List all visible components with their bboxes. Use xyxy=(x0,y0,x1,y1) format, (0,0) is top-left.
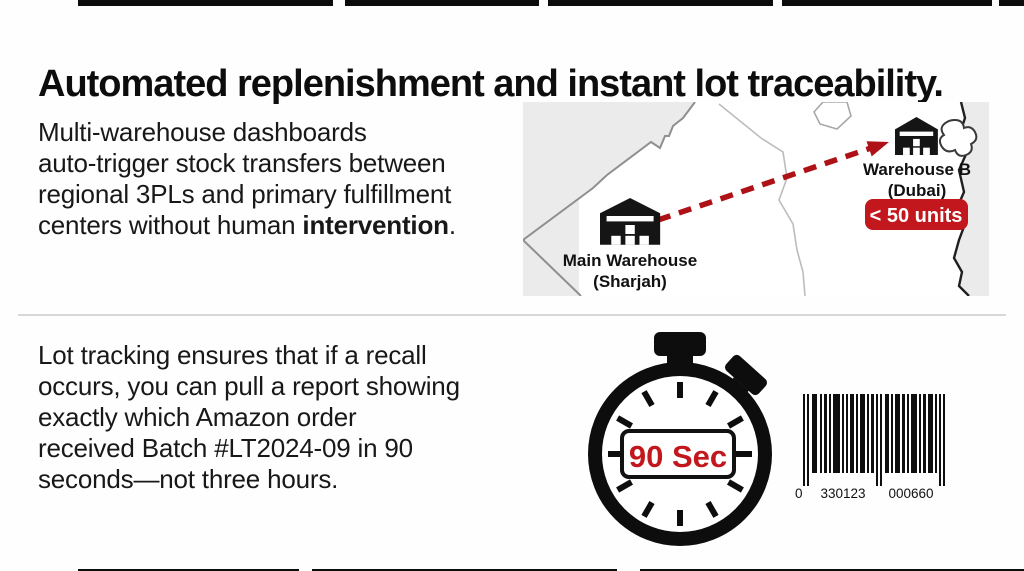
warehouse-b-name: Warehouse B xyxy=(863,160,971,179)
warehouse-b-location: (Dubai) xyxy=(888,181,947,200)
main-warehouse-location: (Sharjah) xyxy=(593,272,667,291)
page-title: Automated replenishment and instant lot … xyxy=(38,63,944,106)
paragraph-line: auto-trigger stock transfers between xyxy=(38,148,446,178)
stopwatch-icon: 90 Sec xyxy=(588,332,772,546)
main-warehouse-name: Main Warehouse xyxy=(563,251,697,270)
map-northern-region xyxy=(813,102,852,130)
warehouse-b-icon xyxy=(895,117,938,155)
stock-transfer-arrow xyxy=(657,145,872,223)
frame-edge-bottom xyxy=(312,569,617,571)
stopwatch-display-box xyxy=(620,429,736,479)
frame-edge-top xyxy=(345,0,539,6)
map-islet-shape xyxy=(938,118,978,157)
paragraph-line: received Batch #LT2024-09 in 90 xyxy=(38,433,413,463)
section-divider xyxy=(18,314,1006,316)
frame-edge-top xyxy=(782,0,992,6)
paragraph-line: occurs, you can pull a report showing xyxy=(38,371,460,401)
frame-edge-bottom xyxy=(78,569,299,571)
map-coastline-southwest xyxy=(523,239,582,296)
stock-badge-label: < 50 units xyxy=(870,205,963,227)
map-interior-border xyxy=(718,103,806,296)
lot-tracking-paragraph: Lot tracking ensures that if a recall oc… xyxy=(38,340,538,495)
paragraph-line: regional 3PLs and primary fulfillment xyxy=(38,179,452,209)
paragraph-line: exactly which Amazon order xyxy=(38,402,357,432)
stopwatch-time-label: 90 Sec xyxy=(629,439,727,474)
map-sea-east xyxy=(954,102,989,296)
replenishment-paragraph: Multi-warehouse dashboards auto-trigger … xyxy=(38,117,538,241)
stock-badge xyxy=(865,199,968,230)
barcode-digits-group1: 330123 xyxy=(820,486,865,500)
barcode-digits-group2: 000660 xyxy=(888,486,933,500)
paragraph-line: centers without human intervention. xyxy=(38,210,456,240)
stopwatch-top-button xyxy=(654,332,706,356)
main-warehouse-icon xyxy=(600,198,661,245)
frame-edge-top xyxy=(78,0,333,6)
paragraph-line: Multi-warehouse dashboards xyxy=(38,117,367,147)
frame-edge-bottom xyxy=(640,569,1024,571)
paragraph-line: seconds—not three hours. xyxy=(38,464,339,494)
map-coastline-west xyxy=(523,102,696,241)
paragraph-line: Lot tracking ensures that if a recall xyxy=(38,340,427,370)
frame-edge-top xyxy=(548,0,773,6)
uae-warehouse-map: Main Warehouse (Sharjah) Warehouse B (Du… xyxy=(523,102,989,296)
bold-word: intervention xyxy=(302,210,449,240)
barcode: 0 330123 000660 xyxy=(795,394,945,500)
frame-edge-top xyxy=(999,0,1024,6)
map-sea-upper-left xyxy=(523,102,695,240)
stock-transfer-arrowhead xyxy=(866,141,889,157)
barcode-bars xyxy=(803,394,945,486)
barcode-digit-left: 0 xyxy=(795,486,803,500)
